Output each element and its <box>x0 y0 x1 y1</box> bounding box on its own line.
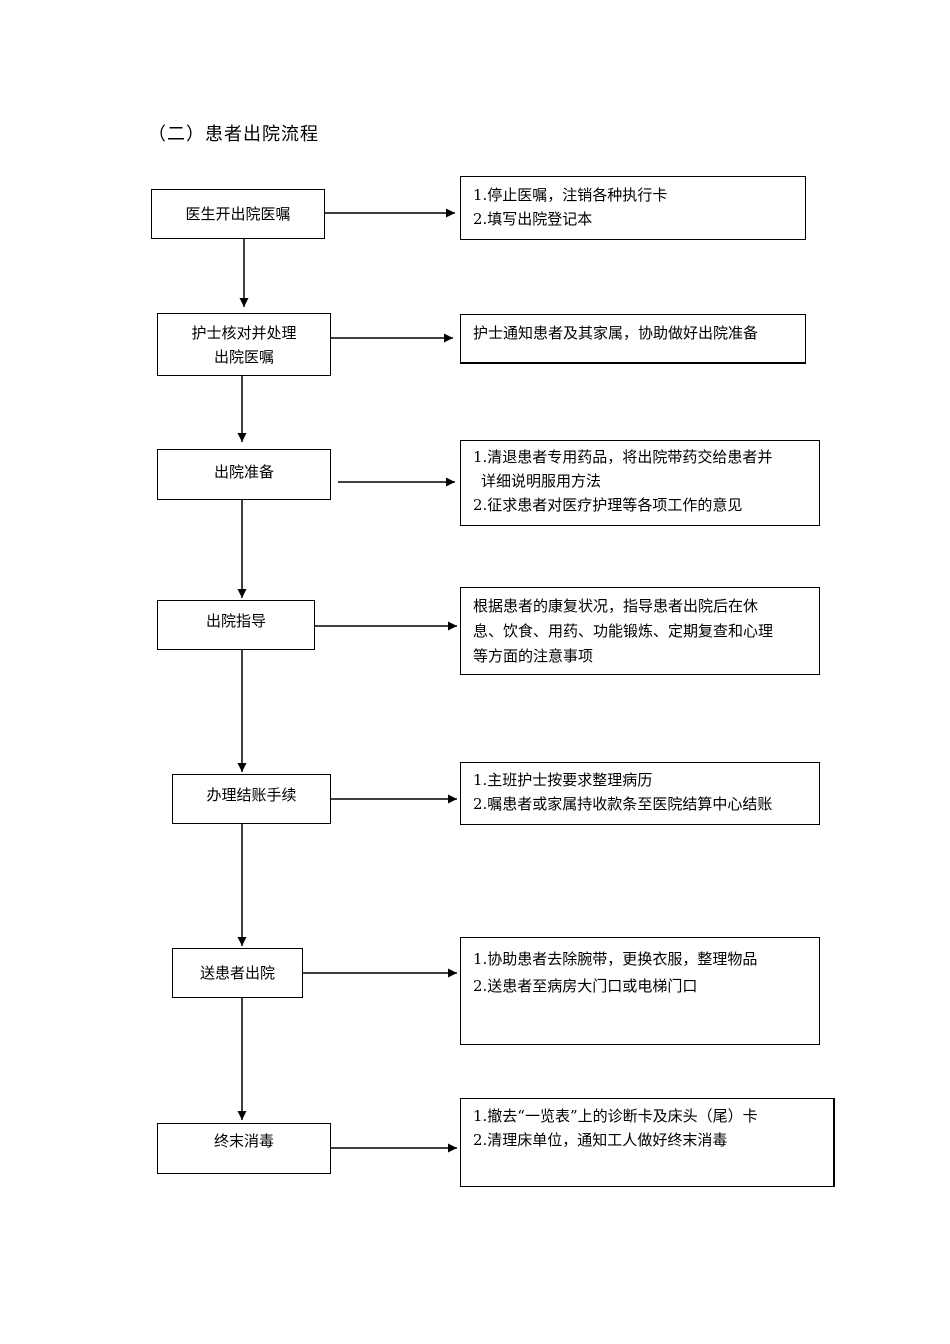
note-nurse-verify-order: 护士通知患者及其家属，协助做好出院准备 <box>460 314 806 364</box>
note-line: 根据患者的康复状况，指导患者出院后在休 <box>473 597 759 615</box>
note-line: 息、饮食、用药、功能锻炼、定期复查和心理 <box>473 622 774 640</box>
note-line: 护士通知患者及其家属，协助做好出院准备 <box>473 324 759 342</box>
note-line: 2.征求患者对医疗护理等各项工作的意见 <box>473 496 743 514</box>
note-line: 1.主班护士按要求整理病历 <box>473 771 653 789</box>
step-label: 医生开出院医嘱 <box>185 205 291 223</box>
step-terminal-disinfection: 终末消毒 <box>157 1123 331 1174</box>
step-doctor-discharge-order: 医生开出院医嘱 <box>151 189 325 239</box>
note-line: 1.停止医嘱，注销各种执行卡 <box>473 186 668 204</box>
note-billing: 1.主班护士按要求整理病历 2.嘱患者或家属持收款条至医院结算中心结账 <box>460 762 820 825</box>
note-terminal-disinfection: 1.撤去“一览表”上的诊断卡及床头（尾）卡 2.清理床单位，通知工人做好终末消毒 <box>460 1098 835 1187</box>
step-label: 终末消毒 <box>213 1132 274 1150</box>
step-label: 送患者出院 <box>199 964 275 982</box>
note-doctor-discharge-order: 1.停止医嘱，注销各种执行卡 2.填写出院登记本 <box>460 176 806 240</box>
note-line: 2.清理床单位，通知工人做好终末消毒 <box>473 1131 728 1149</box>
note-discharge-prep: 1.清退患者专用药品，将出院带药交给患者并 详细说明服用方法 2.征求患者对医疗… <box>460 440 820 526</box>
step-label: 出院指导 <box>205 612 266 630</box>
step-discharge-prep: 出院准备 <box>157 449 331 500</box>
note-line: 等方面的注意事项 <box>473 647 594 665</box>
note-line: 2.送患者至病房大门口或电梯门口 <box>473 977 698 995</box>
note-line: 1.协助患者去除腕带，更换衣服，整理物品 <box>473 950 758 968</box>
step-send-patient-out: 送患者出院 <box>172 948 303 998</box>
note-line: 1.撤去“一览表”上的诊断卡及床头（尾）卡 <box>473 1107 758 1125</box>
note-line: 1.清退患者专用药品，将出院带药交给患者并 <box>473 448 773 466</box>
note-line: 2.嘱患者或家属持收款条至医院结算中心结账 <box>473 795 773 813</box>
step-label: 出院准备 <box>213 463 274 481</box>
step-nurse-verify-order: 护士核对并处理 出院医嘱 <box>157 313 331 376</box>
page-title: （二）患者出院流程 <box>148 124 319 145</box>
step-label: 护士核对并处理 出院医嘱 <box>191 323 297 366</box>
step-label: 办理结账手续 <box>206 786 297 804</box>
note-line: 2.填写出院登记本 <box>473 210 593 228</box>
note-send-patient-out: 1.协助患者去除腕带，更换衣服，整理物品 2.送患者至病房大门口或电梯门口 <box>460 937 820 1045</box>
step-discharge-guidance: 出院指导 <box>157 600 315 650</box>
step-billing: 办理结账手续 <box>172 774 331 824</box>
note-line: 详细说明服用方法 <box>481 472 602 490</box>
note-discharge-guidance: 根据患者的康复状况，指导患者出院后在休 息、饮食、用药、功能锻炼、定期复查和心理… <box>460 587 820 675</box>
